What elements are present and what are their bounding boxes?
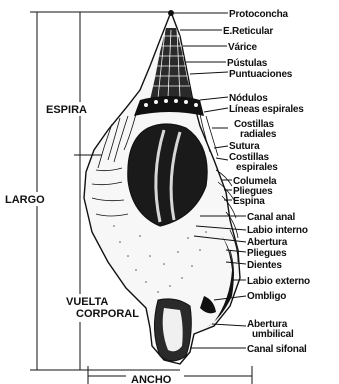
protoconch-knob: [168, 10, 174, 16]
label-aperture: Abertura: [247, 237, 288, 248]
label-siphonal-canal: Canal sifonal: [247, 344, 307, 355]
label-protoconch: Protoconcha: [229, 9, 289, 20]
dimension-label-body-whorl-2: CORPORAL: [76, 308, 139, 320]
label-punctations: Puntuaciones: [229, 69, 293, 80]
label-spiral-lines: Líneas espirales: [229, 104, 304, 115]
label-anal-canal: Canal anal: [247, 212, 295, 223]
dimension-label-length: LARGO: [5, 194, 45, 206]
label-umbilical-opening-2: umbilical: [252, 329, 294, 340]
label-suture: Sutura: [229, 141, 260, 152]
part-labels: Protoconcha E.Reticular Várice Pústulas …: [223, 9, 310, 355]
label-teeth: Dientes: [247, 260, 282, 271]
label-inner-lip: Labio interno: [247, 225, 308, 236]
label-spine: Espina: [233, 196, 265, 207]
label-outer-lip: Labio externo: [247, 276, 310, 287]
label-folds-lower: Pliegues: [247, 248, 287, 259]
dimension-label-body-whorl-1: VUELTA: [66, 296, 108, 308]
dimension-label-spire: ESPIRA: [46, 104, 87, 116]
label-umbilicus: Ombligo: [247, 291, 286, 302]
label-radial-ribs-2: radiales: [240, 129, 277, 140]
dimension-label-width: ANCHO: [131, 374, 172, 384]
label-reticulate: E.Reticular: [223, 26, 273, 37]
label-varix: Várice: [228, 42, 257, 53]
label-nodules: Nódulos: [229, 93, 268, 104]
label-spiral-ribs-2: espirales: [236, 162, 278, 173]
label-pustules: Pústulas: [227, 58, 268, 69]
